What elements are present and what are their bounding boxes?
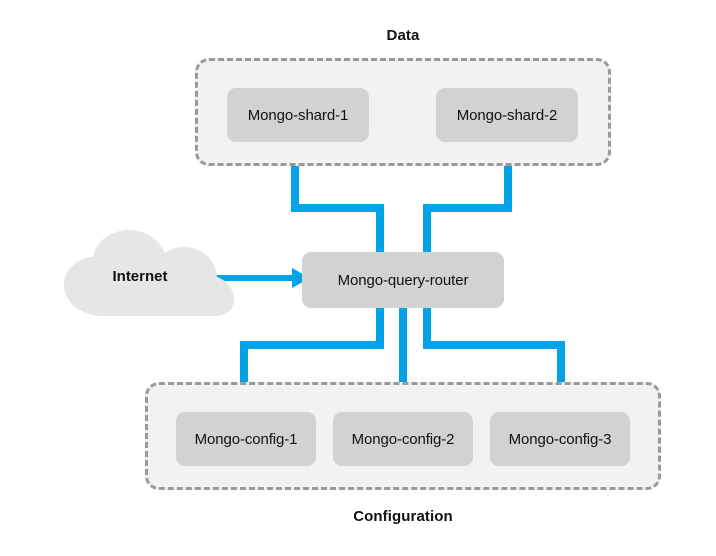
group-label-data: Data <box>386 27 420 44</box>
internet-label: Internet <box>112 268 168 285</box>
node-mongo-config-2[interactable]: Mongo-config-2 <box>333 412 473 466</box>
node-mongo-query-router[interactable]: Mongo-query-router <box>302 252 504 308</box>
connector-shard-1-to-router <box>291 140 384 256</box>
node-label: Mongo-shard-1 <box>247 106 349 124</box>
cloud-icon <box>64 230 234 316</box>
group-label-configuration: Configuration <box>353 508 453 525</box>
node-label: Mongo-query-router <box>337 271 469 289</box>
connector-shard-2-to-router <box>423 140 512 256</box>
node-label: Mongo-shard-2 <box>456 106 558 124</box>
internet-cloud[interactable]: Internet <box>60 228 236 320</box>
node-mongo-shard-1[interactable]: Mongo-shard-1 <box>227 88 369 142</box>
node-mongo-config-1[interactable]: Mongo-config-1 <box>176 412 316 466</box>
node-label: Mongo-config-1 <box>194 430 298 448</box>
node-mongo-shard-2[interactable]: Mongo-shard-2 <box>436 88 578 142</box>
node-mongo-config-3[interactable]: Mongo-config-3 <box>490 412 630 466</box>
connector-router-to-config-3 <box>423 306 565 416</box>
node-label: Mongo-config-3 <box>508 430 612 448</box>
connector-router-to-config-1 <box>240 306 384 416</box>
node-label: Mongo-config-2 <box>351 430 455 448</box>
arrowhead-icon <box>292 268 310 288</box>
